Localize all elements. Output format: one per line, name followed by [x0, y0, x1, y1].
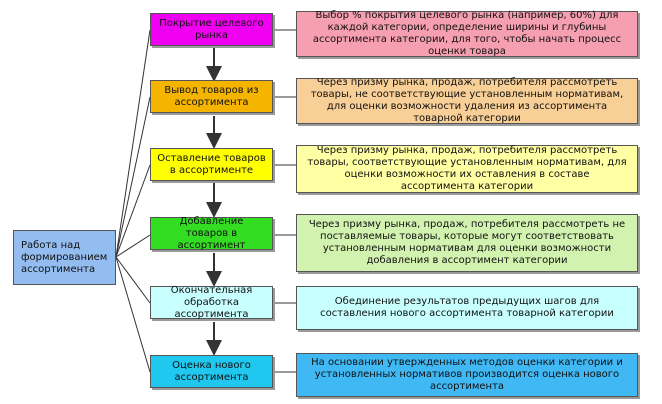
- step-description: Выбор % покрытия целевого рынка (наприме…: [312, 10, 622, 57]
- step-box-adding: Добавление товаров в ассортимент: [150, 215, 273, 251]
- step-title: Вывод товаров из ассортимента: [164, 84, 259, 108]
- desc-box-keeping: Через призму рынка, продаж, потребителя …: [296, 145, 638, 193]
- fan-line-3: [115, 164, 151, 258]
- fan-line-6: [115, 256, 151, 373]
- step-box-keeping: Оставление товаров в ассортименте: [150, 148, 273, 181]
- fan-line-4: [115, 234, 151, 258]
- step-description: На основании утвержденных методов оценки…: [311, 357, 623, 392]
- desc-box-removal: Через призму рынка, продаж, потребителя …: [296, 77, 638, 124]
- fan-line-5: [115, 256, 151, 304]
- step-title: Оставление товаров в ассортименте: [157, 152, 266, 176]
- desc-box-coverage: Выбор % покрытия целевого рынка (наприме…: [296, 10, 638, 57]
- step-box-evaluation: Оценка нового ассортимента: [150, 355, 273, 388]
- step-box-removal: Вывод товаров из ассортимента: [150, 80, 273, 113]
- step-description: Обединение результатов предыдущих шагов …: [320, 296, 614, 319]
- step-title: Окончательная обработка ассортимента: [170, 284, 253, 320]
- step-box-coverage: Покрытие целевого рынка: [150, 13, 273, 46]
- step-title: Покрытие целевого рынка: [159, 17, 264, 41]
- step-title: Оценка нового ассортимента: [172, 359, 251, 383]
- fan-line-2: [115, 96, 151, 258]
- step-box-final: Окончательная обработка ассортимента: [150, 284, 273, 320]
- desc-box-adding: Через призму рынка, продаж, потребителя …: [296, 214, 638, 272]
- step-description: Через призму рынка, продаж, потребителя …: [308, 219, 626, 266]
- step-title: Добавление товаров в ассортимент: [177, 215, 246, 251]
- step-description: Через призму рынка, продаж, потребителя …: [307, 145, 627, 192]
- fan-line-1: [115, 29, 151, 258]
- step-description: Через призму рынка, продаж, потребителя …: [310, 77, 624, 124]
- desc-box-evaluation: На основании утвержденных методов оценки…: [296, 353, 638, 397]
- root-box: Работа над формированием ассортимента: [13, 230, 116, 285]
- root-label: Работа над формированием ассортимента: [21, 239, 108, 275]
- desc-box-final: Обединение результатов предыдущих шагов …: [296, 286, 638, 330]
